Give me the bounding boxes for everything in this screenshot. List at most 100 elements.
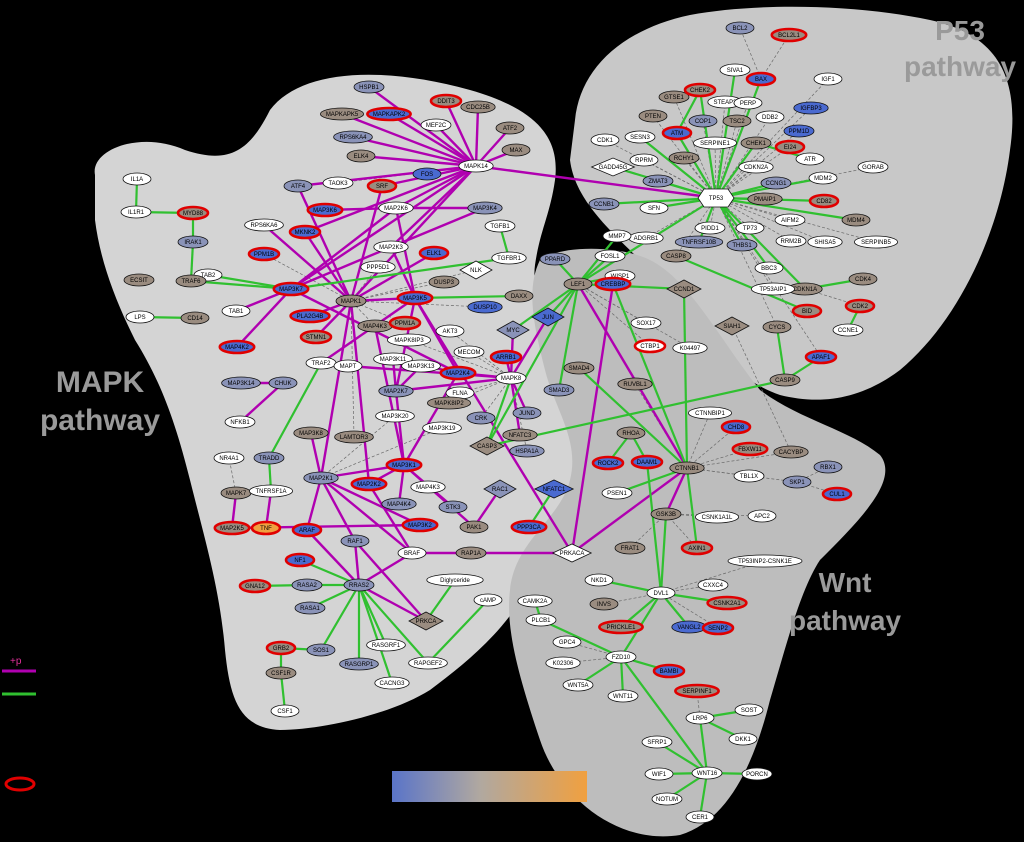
node-plcb1[interactable]: PLCB1 xyxy=(525,613,557,627)
node-rhoa[interactable]: RHOA xyxy=(616,426,646,440)
node-atm[interactable]: ATM xyxy=(661,125,693,141)
node-aifm2[interactable]: AIFM2 xyxy=(774,213,806,227)
node-jun[interactable]: JUN xyxy=(531,307,565,327)
node-csnk1a1l[interactable]: CSNK1A1L xyxy=(695,510,740,524)
node-fzd10[interactable]: FZD10 xyxy=(605,650,637,664)
node-igf1[interactable]: IGF1 xyxy=(813,72,843,86)
node-map3k1[interactable]: MAP3K1 xyxy=(385,457,423,473)
node-ctnnbip1[interactable]: CTNNBIP1 xyxy=(688,406,733,420)
node-map3k2[interactable]: MAP3K2 xyxy=(401,517,439,533)
node-cdk4[interactable]: CDK4 xyxy=(848,272,878,286)
node-il1r1[interactable]: IL1R1 xyxy=(120,205,152,219)
node-ppm1a[interactable]: PPM1A xyxy=(388,315,422,331)
node-tnfrsf10b[interactable]: TNFRSF10B xyxy=(674,235,724,249)
node-prickle1[interactable]: PRICKLE1 xyxy=(598,619,644,635)
node-bbc3[interactable]: BBC3 xyxy=(754,261,784,275)
node-daxx[interactable]: DAXX xyxy=(504,289,534,303)
node-raf1[interactable]: RAF1 xyxy=(340,534,370,548)
node-map4k3[interactable]: MAP4K3 xyxy=(357,319,393,333)
node-smad3[interactable]: SMAD3 xyxy=(543,383,575,397)
node-chd8[interactable]: CHD8 xyxy=(720,419,752,435)
node-akt3[interactable]: AKT3 xyxy=(435,324,465,338)
node-fos[interactable]: FOS xyxy=(412,167,442,181)
node-mapk7[interactable]: MAPK7 xyxy=(220,486,252,500)
node-rasgrf1[interactable]: RASGRF1 xyxy=(366,638,406,652)
node-daam1[interactable]: DAAM1 xyxy=(630,454,664,470)
node-mdm4[interactable]: MDM4 xyxy=(841,213,871,227)
node-cdk1[interactable]: CDK1 xyxy=(590,133,620,147)
node-diglyceride[interactable]: Diglyceride xyxy=(426,573,484,587)
node-nr4a1[interactable]: NR4A1 xyxy=(213,451,245,465)
node-sesn3[interactable]: SESN3 xyxy=(624,130,656,144)
node-map3k8[interactable]: MAP3K8 xyxy=(293,426,329,440)
node-rrm2b[interactable]: RRM2B xyxy=(775,234,807,248)
node-pak1[interactable]: PAK1 xyxy=(459,520,489,534)
node-tgfbr1[interactable]: TGFBR1 xyxy=(491,251,527,265)
node-wnt11[interactable]: WNT11 xyxy=(607,689,639,703)
node-ruvbl1[interactable]: RUVBL1 xyxy=(617,377,653,391)
node-grb2[interactable]: GRB2 xyxy=(265,640,297,656)
node-lef1[interactable]: LEF1 xyxy=(563,277,593,291)
node-chek2[interactable]: CHEK2 xyxy=(683,82,717,98)
node-map2k7[interactable]: MAP2K7 xyxy=(378,384,414,398)
node-braf[interactable]: BRAF xyxy=(397,546,427,560)
node-ppp5d1[interactable]: PPP5D1 xyxy=(360,260,396,274)
node-camp[interactable]: cAMP xyxy=(473,593,503,607)
node-ccnd1[interactable]: CCND1 xyxy=(666,279,702,299)
node-nfatc3[interactable]: NFATC3 xyxy=(502,428,538,442)
node-map3k7[interactable]: MAP3K7 xyxy=(272,281,310,297)
node-rchy1[interactable]: RCHY1 xyxy=(668,151,700,165)
node-prkca[interactable]: PRKCA xyxy=(408,611,444,631)
node-siah1[interactable]: SIAH1 xyxy=(714,316,750,336)
node-cer1[interactable]: CER1 xyxy=(685,810,715,824)
node-vangl2[interactable]: VANGL2 xyxy=(671,620,707,634)
node-crebbp[interactable]: CREBBP xyxy=(594,276,632,292)
node-map2k2[interactable]: MAP2K2 xyxy=(350,476,388,492)
node-cop1[interactable]: COP1 xyxy=(688,114,718,128)
node-map4k3b[interactable]: MAP4K3 xyxy=(410,480,446,494)
node-mapkapk5[interactable]: MAPKAPK5 xyxy=(319,107,364,121)
node-serpinb5[interactable]: SERPINB5 xyxy=(854,235,899,249)
node-zmat3[interactable]: ZMAT3 xyxy=(642,174,674,188)
node-dusp10[interactable]: DUSP10 xyxy=(467,300,503,314)
node-elk4[interactable]: ELK4 xyxy=(346,149,376,163)
node-map3k4[interactable]: MAP3K4 xyxy=(467,201,503,215)
node-tnf[interactable]: TNF xyxy=(250,520,282,536)
node-cdkn2a[interactable]: CDKN2A xyxy=(738,160,774,174)
node-map2k4[interactable]: MAP2K4 xyxy=(439,365,477,381)
node-tnfrsf1a[interactable]: TNFRSF1A xyxy=(248,484,293,498)
node-perp[interactable]: PERP xyxy=(733,96,763,110)
node-mapk8ip3[interactable]: MAPK8IP3 xyxy=(386,333,431,347)
node-map2k5[interactable]: MAP2K5 xyxy=(213,520,251,536)
node-k02306[interactable]: K02306 xyxy=(545,656,581,670)
node-pmaip1[interactable]: PMAIP1 xyxy=(747,192,783,206)
node-lamtor3[interactable]: LAMTOR3 xyxy=(334,430,374,444)
node-axin1[interactable]: AXIN1 xyxy=(680,540,714,556)
node-atf4[interactable]: ATF4 xyxy=(283,179,313,193)
node-nlk[interactable]: NLK xyxy=(459,260,493,280)
node-nkd1[interactable]: NKD1 xyxy=(584,573,614,587)
node-lps[interactable]: LPS xyxy=(125,310,155,324)
node-ccnb1[interactable]: CCNB1 xyxy=(588,197,620,211)
node-mmp7[interactable]: MMP7 xyxy=(602,229,632,243)
node-traf6[interactable]: TRAF6 xyxy=(175,274,207,288)
node-smad4[interactable]: SMAD4 xyxy=(563,361,595,375)
node-hspb1[interactable]: HSPB1 xyxy=(353,80,385,94)
node-tbl1x[interactable]: TBL1X xyxy=(733,469,765,483)
node-tp53[interactable]: TP53 xyxy=(697,188,735,208)
node-nfatc1[interactable]: NFATC1 xyxy=(533,479,575,499)
node-shisa5[interactable]: SHISA5 xyxy=(807,235,843,249)
node-rps6ka4[interactable]: RPS6KA4 xyxy=(333,130,373,144)
node-ccng1[interactable]: CCNG1 xyxy=(760,176,792,190)
node-lrp6[interactable]: LRP6 xyxy=(685,711,715,725)
node-casp8[interactable]: CASP8 xyxy=(660,249,692,263)
node-map3k5[interactable]: MAP3K5 xyxy=(396,290,434,306)
node-bid[interactable]: BID xyxy=(791,303,823,319)
node-rasgrp1[interactable]: RASGRP1 xyxy=(339,657,379,671)
node-csf1[interactable]: CSF1 xyxy=(270,704,300,718)
node-mknk2[interactable]: MKNK2 xyxy=(288,224,322,240)
node-casp3[interactable]: CASP3 xyxy=(469,436,505,456)
node-casp9[interactable]: CASP9 xyxy=(769,373,801,387)
node-jund[interactable]: JUND xyxy=(512,406,542,420)
node-ctbp1[interactable]: CTBP1 xyxy=(633,338,667,354)
